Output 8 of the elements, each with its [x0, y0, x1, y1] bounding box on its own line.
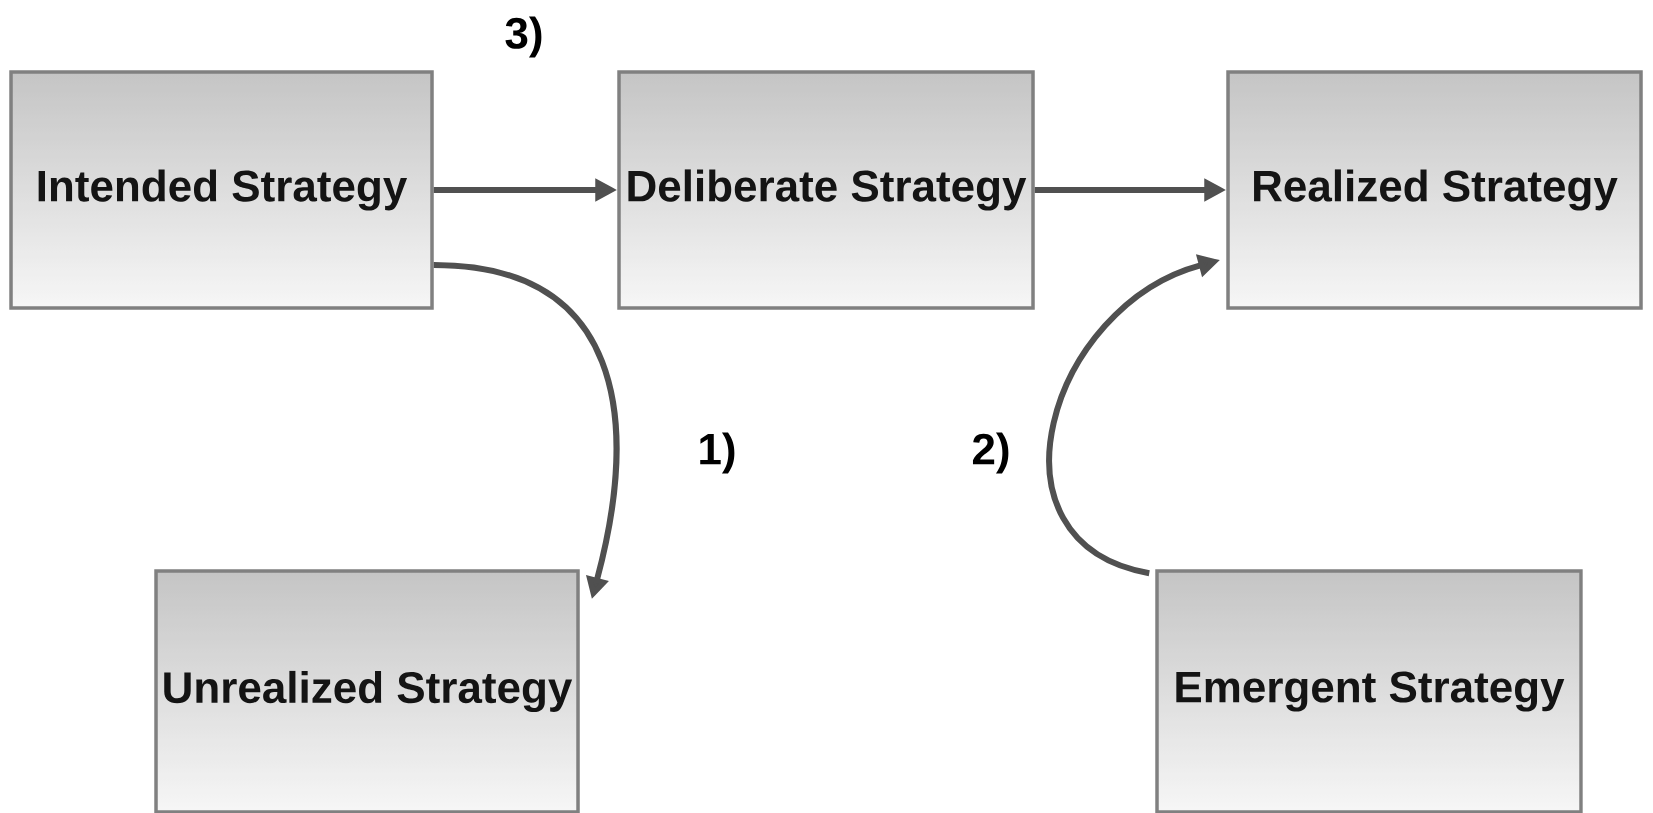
strategy-box: Unrealized Strategy — [154, 569, 580, 813]
strategy-box: Emergent Strategy — [1155, 569, 1583, 813]
step-number: 2) — [972, 432, 1009, 474]
step-number: 3) — [505, 16, 542, 58]
step-number: 1) — [700, 432, 735, 474]
strategy-box: Deliberate Strategy — [617, 70, 1035, 310]
strategy-box: Intended Strategy — [9, 70, 434, 310]
strategy-box: Realized Strategy — [1226, 70, 1643, 310]
